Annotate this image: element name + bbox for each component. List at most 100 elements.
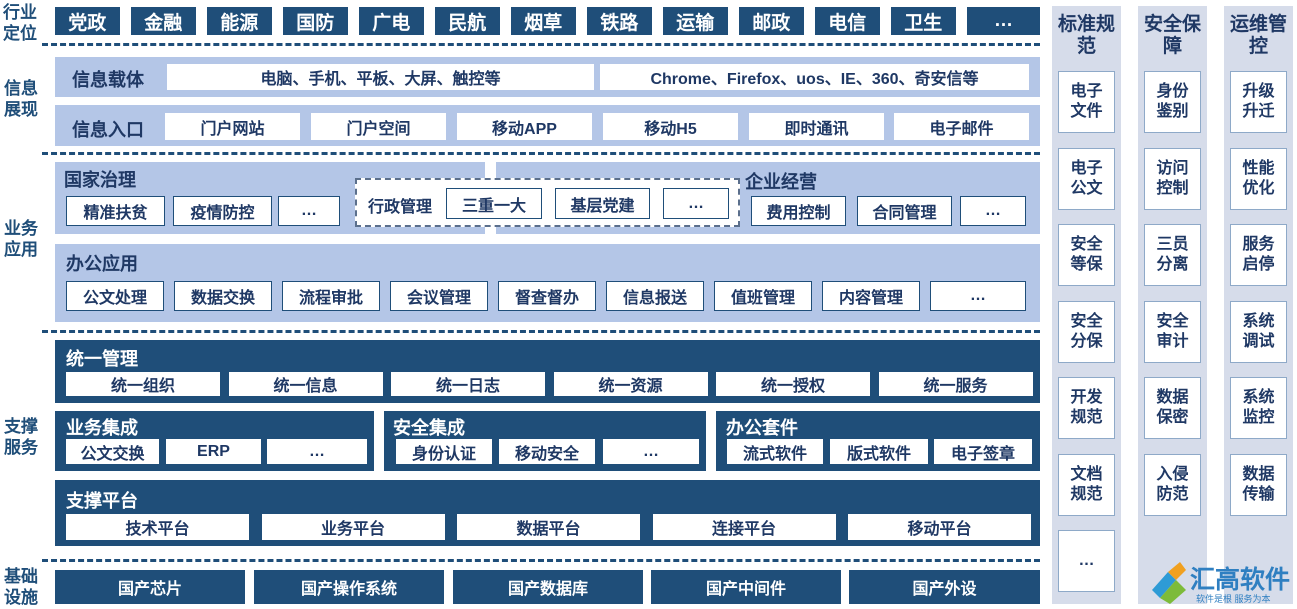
column-title: 标准规范 [1057, 14, 1115, 57]
industry-tag: … [967, 7, 1040, 35]
industry-tag: 党政 [55, 7, 120, 35]
biz-item: ERP [166, 439, 261, 464]
logo-name: 汇高软件 [1190, 565, 1291, 594]
carrier-item: Chrome、Firefox、uos、IE、360、奇安信等 [600, 64, 1029, 90]
platform-item: 业务平台 [261, 514, 445, 540]
suite-item: 电子签章 [934, 439, 1032, 464]
office-item: 会议管理 [390, 281, 488, 311]
column-item: 数据传输 [1230, 453, 1287, 516]
gov-title: 国家治理 [64, 170, 136, 190]
row-label-infra: 基础设施 [4, 567, 38, 607]
logo-tagline: 软件是根 服务为本 [1196, 594, 1271, 604]
unified-item: 统一组织 [66, 372, 220, 396]
biz-item: 公文交换 [66, 439, 159, 464]
industry-tag: 邮政 [739, 7, 804, 35]
entry-item: 移动APP [457, 113, 592, 140]
gov-item: 精准扶贫 [66, 196, 165, 226]
column-item: 访问控制 [1144, 147, 1201, 210]
office-item: 数据交换 [174, 281, 272, 311]
column-item: 文档规范 [1058, 453, 1115, 516]
ent-item: … [960, 196, 1026, 226]
column-item: 开发规范 [1058, 377, 1115, 439]
sec-item: 移动安全 [499, 439, 595, 464]
office-item: 流程审批 [282, 281, 380, 311]
ent-item: 费用控制 [751, 196, 846, 226]
column-item: 安全等保 [1058, 224, 1115, 286]
entry-label: 信息入口 [72, 120, 144, 140]
column-item: … [1058, 530, 1115, 592]
gov-item: 疫情防控 [173, 196, 272, 226]
logo-mark-icon [1152, 562, 1186, 604]
column-item: 数据保密 [1144, 377, 1201, 439]
office-item: 值班管理 [714, 281, 812, 311]
infra-item: 国产操作系统 [254, 570, 444, 604]
biz-title: 业务集成 [66, 418, 138, 438]
suite-item: 版式软件 [830, 439, 928, 464]
separator-1 [42, 43, 1040, 46]
company-logo: 汇高软件 软件是根 服务为本 [1146, 560, 1296, 607]
industry-tag: 卫生 [891, 7, 956, 35]
sec-title: 安全集成 [393, 418, 465, 438]
admin-item: 基层党建 [555, 188, 650, 219]
infra-item: 国产数据库 [453, 570, 643, 604]
unified-item: 统一授权 [716, 372, 870, 396]
ent-title: 企业经营 [745, 172, 817, 192]
column-item: 服务启停 [1230, 224, 1287, 286]
office-item: … [930, 281, 1026, 311]
ent-item: 合同管理 [857, 196, 952, 226]
column-item: 系统调试 [1230, 300, 1287, 363]
admin-item: … [663, 188, 729, 219]
industry-tag: 国防 [283, 7, 348, 35]
column-item: 电子公文 [1058, 147, 1115, 210]
office-item: 内容管理 [822, 281, 920, 311]
column-item: 安全审计 [1144, 300, 1201, 363]
carrier-label: 信息载体 [72, 70, 144, 90]
column-item: 入侵防范 [1144, 453, 1201, 516]
row-label-display: 信息展现 [4, 79, 38, 119]
column-title: 运维管控 [1229, 14, 1287, 57]
column-item: 电子文件 [1058, 71, 1115, 133]
entry-item: 即时通讯 [749, 113, 884, 140]
industry-tag: 电信 [815, 7, 880, 35]
industry-tag: 铁路 [587, 7, 652, 35]
separator-2 [42, 152, 1040, 155]
unified-item: 统一服务 [878, 372, 1033, 396]
column-0: 标准规范电子文件电子公文安全等保安全分保开发规范文档规范 … [1052, 6, 1121, 604]
entry-item: 门户空间 [311, 113, 446, 140]
biz-item: … [267, 439, 367, 464]
column-item: 升级升迁 [1230, 71, 1287, 133]
suite-title: 办公套件 [726, 418, 798, 438]
column-item: 系统监控 [1230, 377, 1287, 439]
infra-item: 国产芯片 [55, 570, 245, 604]
column-2: 运维管控升级升迁性能优化服务启停系统调试系统监控数据传输 [1224, 6, 1293, 604]
industry-tag: 烟草 [511, 7, 576, 35]
office-item: 公文处理 [66, 281, 164, 311]
industry-tag: 广电 [359, 7, 424, 35]
unified-item: 统一日志 [391, 372, 545, 396]
suite-item: 流式软件 [727, 439, 823, 464]
carrier-item: 电脑、手机、平板、大屏、触控等 [167, 64, 594, 90]
industry-tag: 运输 [663, 7, 728, 35]
entry-item: 电子邮件 [894, 113, 1029, 140]
unified-item: 统一资源 [553, 372, 708, 396]
gov-item: … [278, 196, 340, 226]
platform-title: 支撑平台 [66, 491, 138, 511]
entry-item: 移动H5 [603, 113, 738, 140]
office-item: 督查督办 [498, 281, 596, 311]
platform-item: 技术平台 [66, 514, 249, 540]
platform-item: 移动平台 [848, 514, 1031, 540]
column-title: 安全保障 [1143, 14, 1201, 57]
column-item: 性能优化 [1230, 147, 1287, 210]
infra-item: 国产中间件 [651, 570, 841, 604]
row-label-support: 支撑服务 [4, 417, 38, 457]
admin-item: 三重一大 [446, 188, 542, 219]
industry-tag: 金融 [131, 7, 196, 35]
office-title: 办公应用 [66, 254, 138, 274]
row-label-business: 业务应用 [4, 219, 38, 259]
column-item: 安全分保 [1058, 300, 1115, 363]
admin-label: 行政管理 [368, 199, 433, 216]
sec-item: 身份认证 [396, 439, 492, 464]
column-item: 三员分离 [1144, 224, 1201, 286]
unified-title: 统一管理 [66, 349, 138, 369]
separator-4 [42, 559, 1040, 562]
